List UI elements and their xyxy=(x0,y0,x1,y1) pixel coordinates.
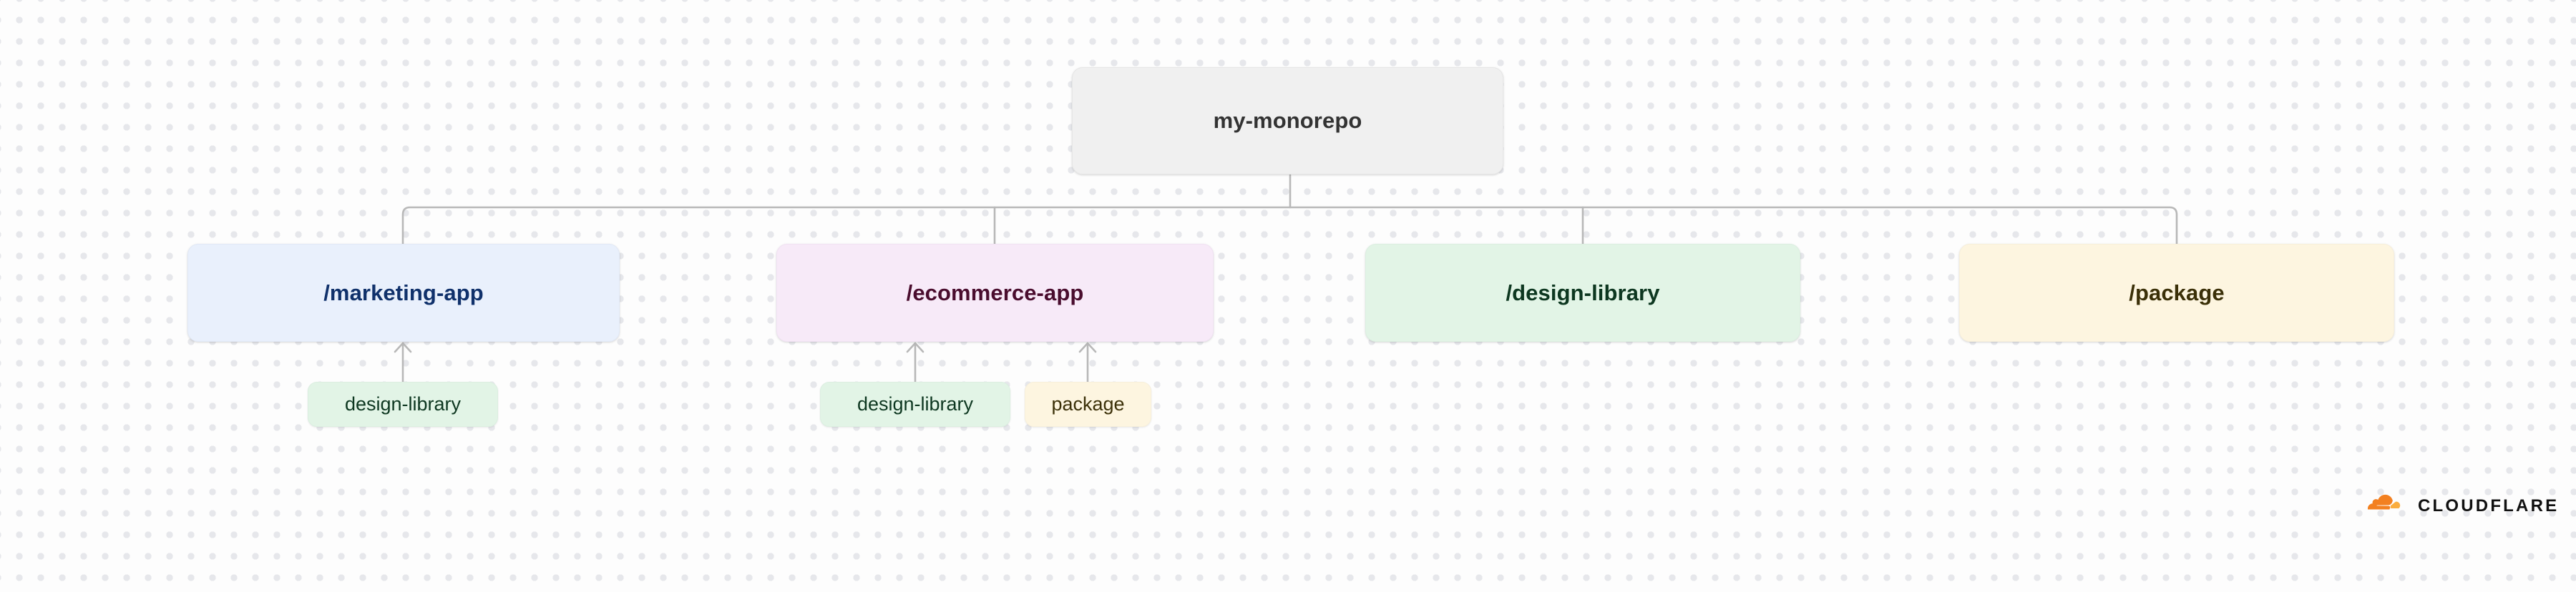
dependency-chip-marketing-design-library[interactable]: design-library xyxy=(308,382,498,427)
node-design-library[interactable]: /design-library xyxy=(1365,244,1800,342)
node-package[interactable]: /package xyxy=(1959,244,2394,342)
node-label-package: /package xyxy=(2129,280,2225,305)
cloudflare-logo: CLOUDFLARE xyxy=(2367,493,2559,518)
dependency-chip-ecommerce-package[interactable]: package xyxy=(1025,382,1151,427)
cloudflare-wordmark: CLOUDFLARE xyxy=(2418,495,2560,515)
dependency-chip-label: design-library xyxy=(857,393,974,415)
arrowhead-ecommerce-package xyxy=(1078,342,1097,353)
node-ecommerce-app[interactable]: /ecommerce-app xyxy=(776,244,1214,342)
cloudflare-cloud-icon xyxy=(2367,493,2409,518)
node-label-my-monorepo: my-monorepo xyxy=(1213,108,1362,133)
arrowhead-ecommerce-design xyxy=(906,342,924,353)
node-label-design-library: /design-library xyxy=(1506,280,1660,305)
dependency-chip-label: design-library xyxy=(344,393,462,415)
wire-bus xyxy=(401,206,2178,245)
node-marketing-app[interactable]: /marketing-app xyxy=(187,244,620,342)
node-label-marketing-app: /marketing-app xyxy=(323,280,484,305)
node-label-ecommerce-app: /ecommerce-app xyxy=(906,280,1084,305)
dependency-chip-label: package xyxy=(1051,393,1125,415)
dependency-chip-ecommerce-design-library[interactable]: design-library xyxy=(820,382,1010,427)
arrowhead-marketing-design xyxy=(394,342,412,353)
node-my-monorepo[interactable]: my-monorepo xyxy=(1072,67,1503,174)
